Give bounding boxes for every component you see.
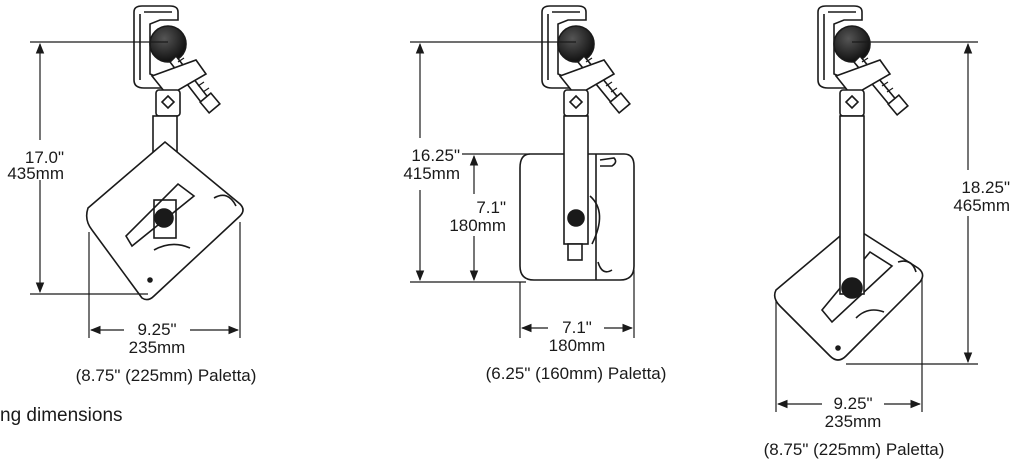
right-height-in-label: 18.25" (961, 178, 1010, 197)
middle-pivot-knob (567, 209, 585, 227)
middle-fixture (519, 5, 635, 281)
right-width-in-label: 9.25" (833, 394, 873, 413)
right-dimension-lines (775, 41, 978, 412)
middle-height-mm-label: 415mm (403, 164, 460, 183)
left-pivot-knob (154, 208, 174, 228)
middle-paletta-note: (6.25" (160mm) Paletta) (485, 364, 667, 383)
right-clamp (817, 5, 909, 117)
right-fixture (773, 5, 924, 361)
right-arm (839, 115, 865, 295)
left-height-mm-label: 435mm (7, 164, 64, 183)
middle-body-height-mm-label: 180mm (449, 216, 506, 235)
left-paletta-note: (8.75" (225mm) Paletta) (75, 366, 257, 385)
right-pivot-knob (841, 277, 863, 299)
left-width-mm-label: 235mm (128, 338, 186, 357)
left-width-in-label: 9.25" (137, 320, 177, 339)
middle-knob (557, 25, 595, 63)
caption: ng dimensions (0, 405, 123, 426)
left-knob (149, 25, 187, 63)
right-width-mm-label: 235mm (824, 412, 882, 431)
middle-dimension-lines (410, 41, 635, 338)
left-clamp (133, 5, 221, 117)
middle-clamp (541, 5, 631, 117)
left-fixture (85, 5, 244, 301)
middle-width-in-label: 7.1" (562, 318, 592, 337)
left-dimension-lines (30, 41, 241, 338)
middle-height-in-label: 16.25" (411, 146, 460, 165)
middle-width-mm-label: 180mm (548, 336, 606, 355)
right-knob (833, 25, 871, 63)
right-paletta-note: (8.75" (225mm) Paletta) (763, 440, 945, 459)
right-height-mm-label: 465mm (953, 196, 1010, 215)
middle-body-height-in-label: 7.1" (476, 198, 506, 217)
left-height-in-label: 17.0" (24, 148, 64, 167)
